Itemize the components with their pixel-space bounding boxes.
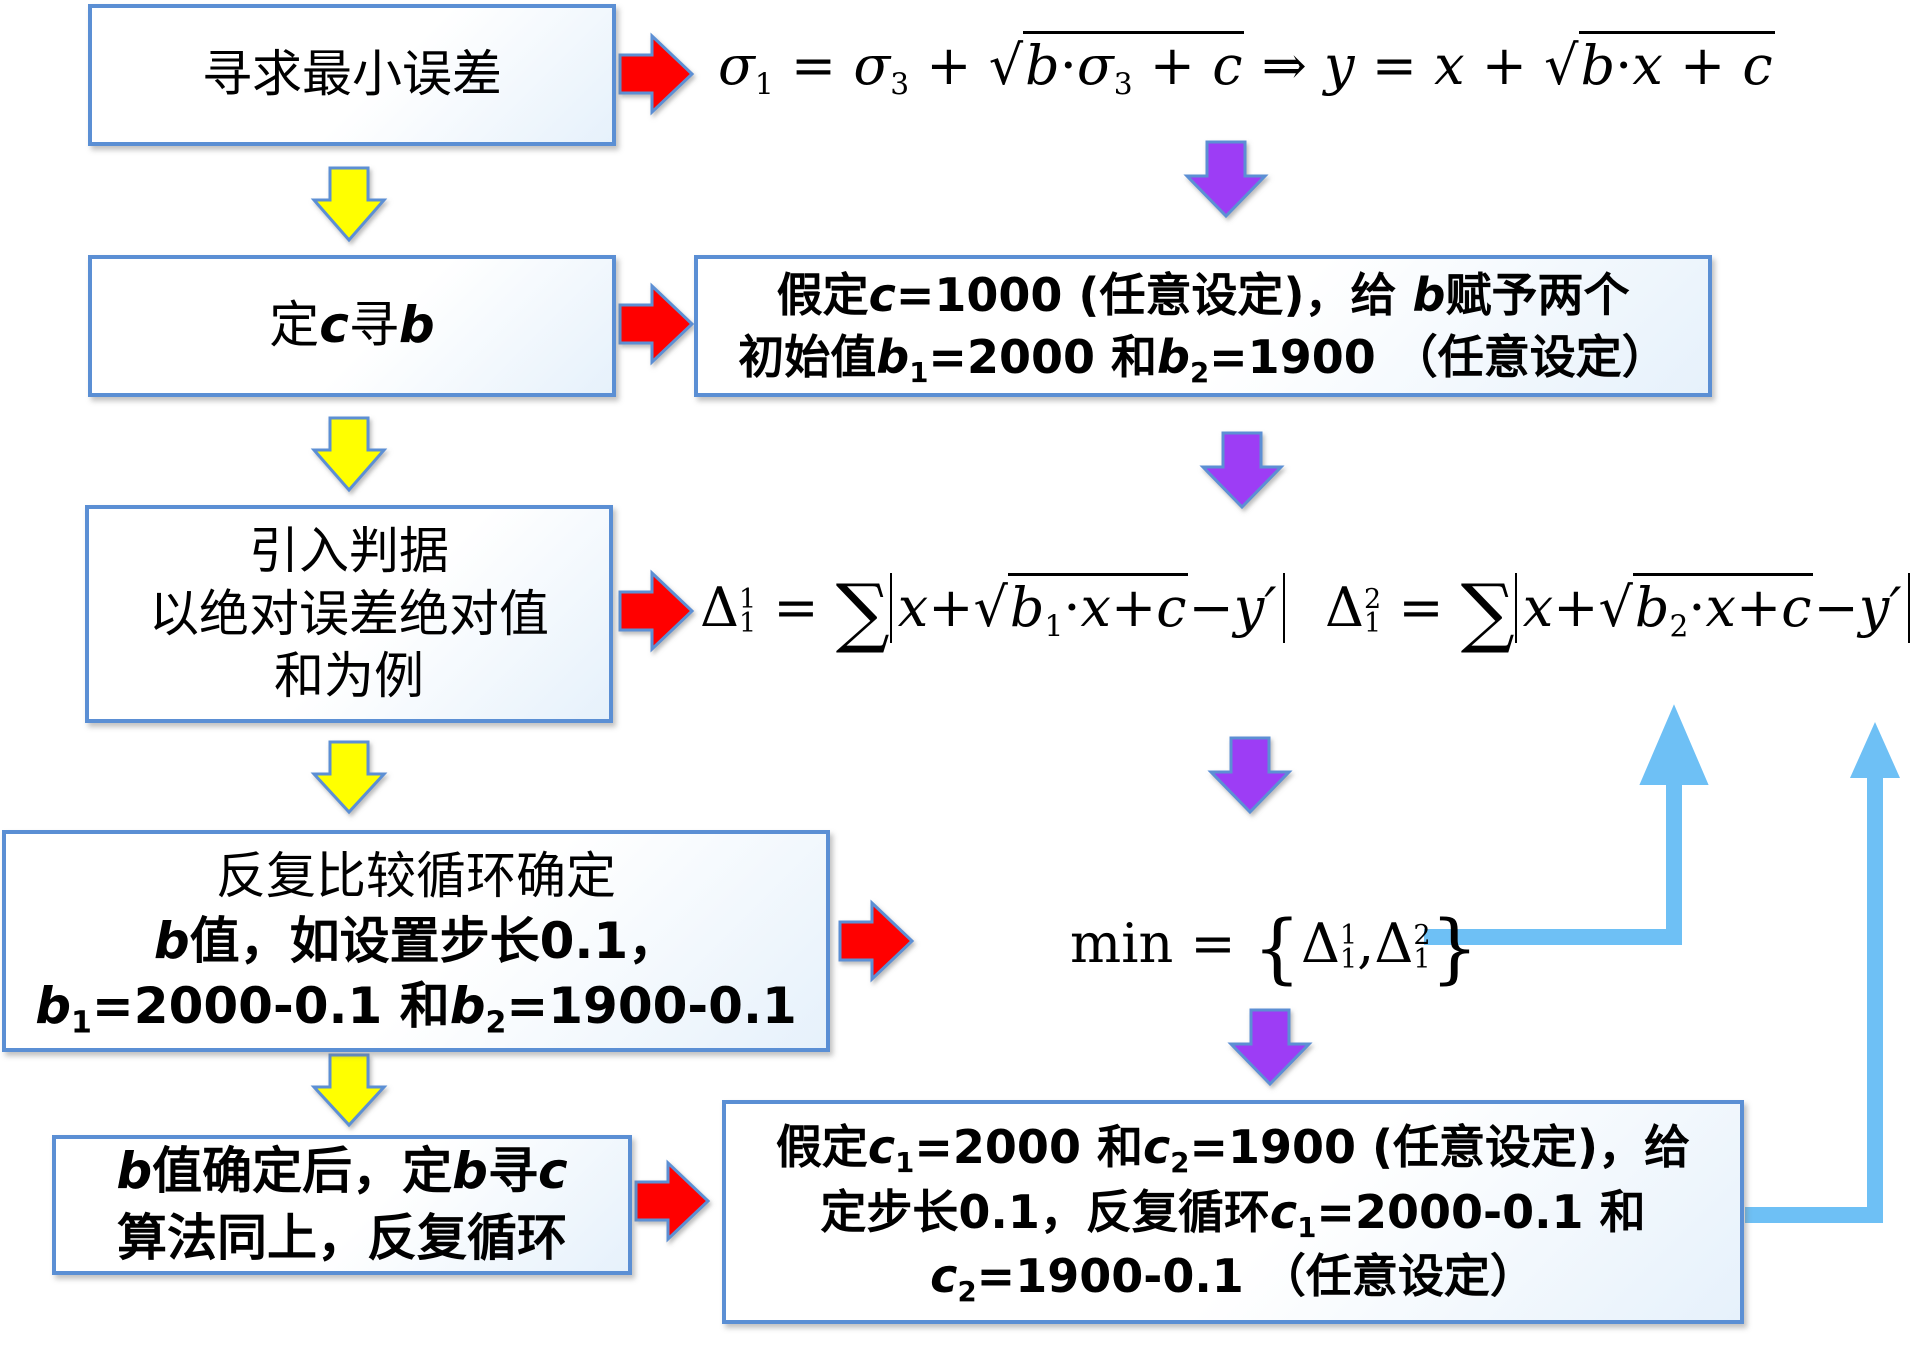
box-assume-c: 假定c=1000 (任意设定)，给 b赋予两个 初始值b1=2000 和b2=1… bbox=[694, 255, 1712, 397]
yellow-down-arrow-4 bbox=[310, 1053, 388, 1128]
box-assume-c12: 假定c1=2000 和c2=1900 (任意设定)，给 定步长0.1，反复循环c… bbox=[722, 1100, 1744, 1324]
box-b-then-c-line-2: 算法同上，反复循环 bbox=[117, 1209, 567, 1267]
red-right-arrow-5 bbox=[634, 1159, 711, 1243]
box-criterion-line-1: 引入判据 bbox=[249, 522, 449, 581]
red-right-arrow-3 bbox=[618, 569, 695, 653]
box-criterion-line-3: 和为例 bbox=[274, 647, 424, 706]
box-iterate-b-line-3: b1=2000-0.1 和b2=1900-0.1 bbox=[35, 976, 797, 1041]
box-assume-c12-line-2: 定步长0.1，反复循环c1=2000-0.1 和 bbox=[820, 1184, 1646, 1244]
feedback-arrow-from-loop bbox=[1745, 722, 1900, 1223]
box-assume-c-line-2: 初始值b1=2000 和b2=1900 （任意设定） bbox=[738, 330, 1668, 389]
yellow-down-arrow-3 bbox=[310, 740, 388, 815]
purple-down-arrow-1 bbox=[1183, 140, 1269, 219]
formula-sigma-relation: σ1 = σ3 + √b·σ3 + c ⇒ y = x + √b·x + c bbox=[718, 31, 1775, 100]
red-right-arrow-4 bbox=[838, 899, 915, 983]
box-b-then-c: b值确定后，定b寻c 算法同上，反复循环 bbox=[52, 1135, 632, 1275]
red-right-arrow-1 bbox=[618, 32, 695, 116]
box-seek-min-error-text: 寻求最小误差 bbox=[202, 45, 502, 104]
box-assume-c12-line-3: c2=1900-0.1 （任意设定） bbox=[930, 1249, 1536, 1309]
box-criterion-line-2: 以绝对误差绝对值 bbox=[149, 584, 549, 643]
box-assume-c12-line-1: 假定c1=2000 和c2=1900 (任意设定)，给 bbox=[775, 1120, 1691, 1180]
box-seek-min-error: 寻求最小误差 bbox=[88, 4, 616, 146]
purple-down-arrow-2 bbox=[1199, 431, 1285, 510]
purple-down-arrow-4 bbox=[1227, 1008, 1313, 1087]
box-criterion: 引入判据 以绝对误差绝对值 和为例 bbox=[85, 505, 613, 723]
box-b-then-c-line-1: b值确定后，定b寻c bbox=[116, 1141, 568, 1200]
purple-down-arrow-3 bbox=[1207, 736, 1293, 815]
feedback-arrow-from-min bbox=[1424, 704, 1709, 945]
yellow-down-arrow-2 bbox=[310, 416, 388, 493]
box-fix-c-seek-b: 定c寻b bbox=[88, 255, 616, 397]
box-iterate-b: 反复比较循环确定 b值，如设置步长0.1， b1=2000-0.1 和b2=19… bbox=[2, 830, 830, 1052]
box-fix-c-seek-b-text: 定c寻b bbox=[269, 296, 435, 355]
box-assume-c-line-1: 假定c=1000 (任意设定)，给 b赋予两个 bbox=[776, 267, 1630, 322]
red-right-arrow-2 bbox=[618, 282, 695, 366]
box-iterate-b-line-1: 反复比较循环确定 bbox=[216, 846, 616, 905]
box-iterate-b-line-2: b值，如设置步长0.1， bbox=[153, 911, 679, 970]
yellow-down-arrow-1 bbox=[310, 166, 388, 243]
